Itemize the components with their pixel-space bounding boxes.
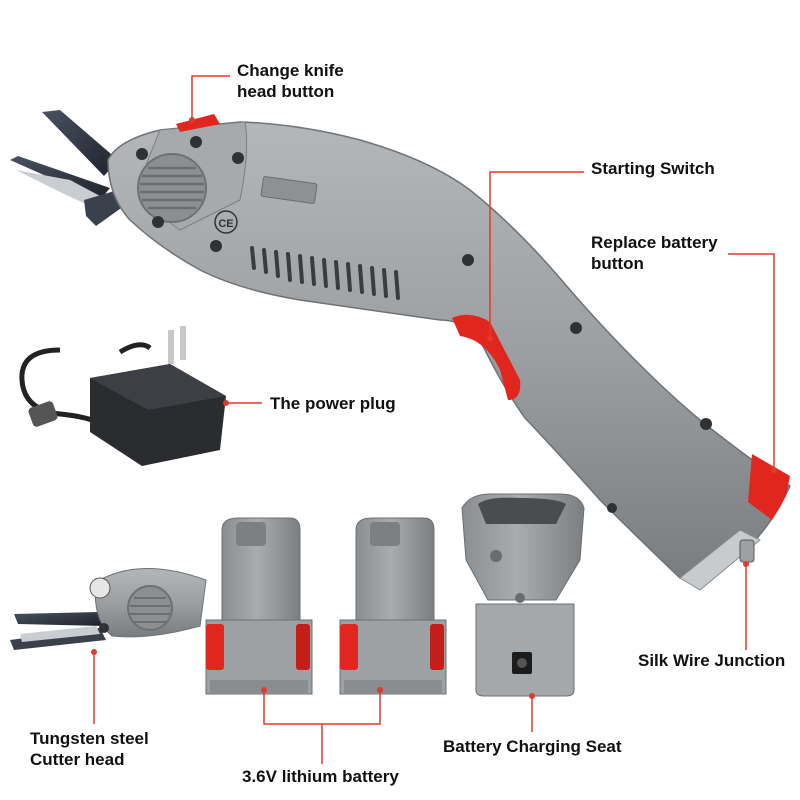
screw-holes bbox=[136, 136, 712, 513]
gear-wheel bbox=[137, 153, 207, 223]
label-power-plug: The power plug bbox=[270, 394, 396, 413]
trigger-switch-shape bbox=[452, 314, 521, 400]
label-line: head button bbox=[237, 82, 335, 101]
change-knife-button-shape bbox=[176, 114, 220, 132]
label-line: Replace battery bbox=[591, 233, 718, 252]
leader-lines bbox=[93, 75, 775, 764]
power-adapter bbox=[19, 326, 226, 466]
leader-change-knife bbox=[191, 75, 230, 118]
label-starting-switch: Starting Switch bbox=[591, 159, 715, 178]
label-line: button bbox=[591, 254, 644, 273]
battery-left bbox=[205, 517, 313, 695]
label-tungsten-cutter-head: Tungsten steel Cutter head bbox=[30, 728, 149, 770]
leader-lithium-battery bbox=[263, 690, 381, 725]
label-silk-wire-junction: Silk Wire Junction bbox=[638, 651, 786, 670]
main-blades bbox=[10, 110, 124, 226]
label-replace-battery-button: Replace battery button bbox=[591, 232, 718, 274]
leader-replace-battery bbox=[728, 253, 775, 470]
electric-scissors: CE bbox=[10, 110, 791, 591]
label-change-knife-head-button: Change knife head button bbox=[237, 60, 344, 102]
tungsten-cutter-head bbox=[10, 568, 207, 650]
leader-dots bbox=[91, 117, 777, 699]
charging-seat bbox=[461, 493, 585, 697]
tail-red-cap bbox=[748, 454, 790, 520]
svg-text:CE: CE bbox=[218, 218, 233, 230]
vent-slots bbox=[250, 246, 400, 300]
logo-plate bbox=[260, 176, 318, 204]
leader-starting-switch bbox=[489, 171, 584, 336]
label-line: Change knife bbox=[237, 61, 344, 80]
ce-mark: CE bbox=[214, 210, 238, 234]
battery-right bbox=[339, 517, 447, 695]
label-battery-charging-seat: Battery Charging Seat bbox=[443, 737, 622, 756]
label-lithium-battery: 3.6V lithium battery bbox=[242, 767, 399, 786]
label-line: Tungsten steel bbox=[30, 729, 149, 748]
label-line: Cutter head bbox=[30, 750, 125, 769]
